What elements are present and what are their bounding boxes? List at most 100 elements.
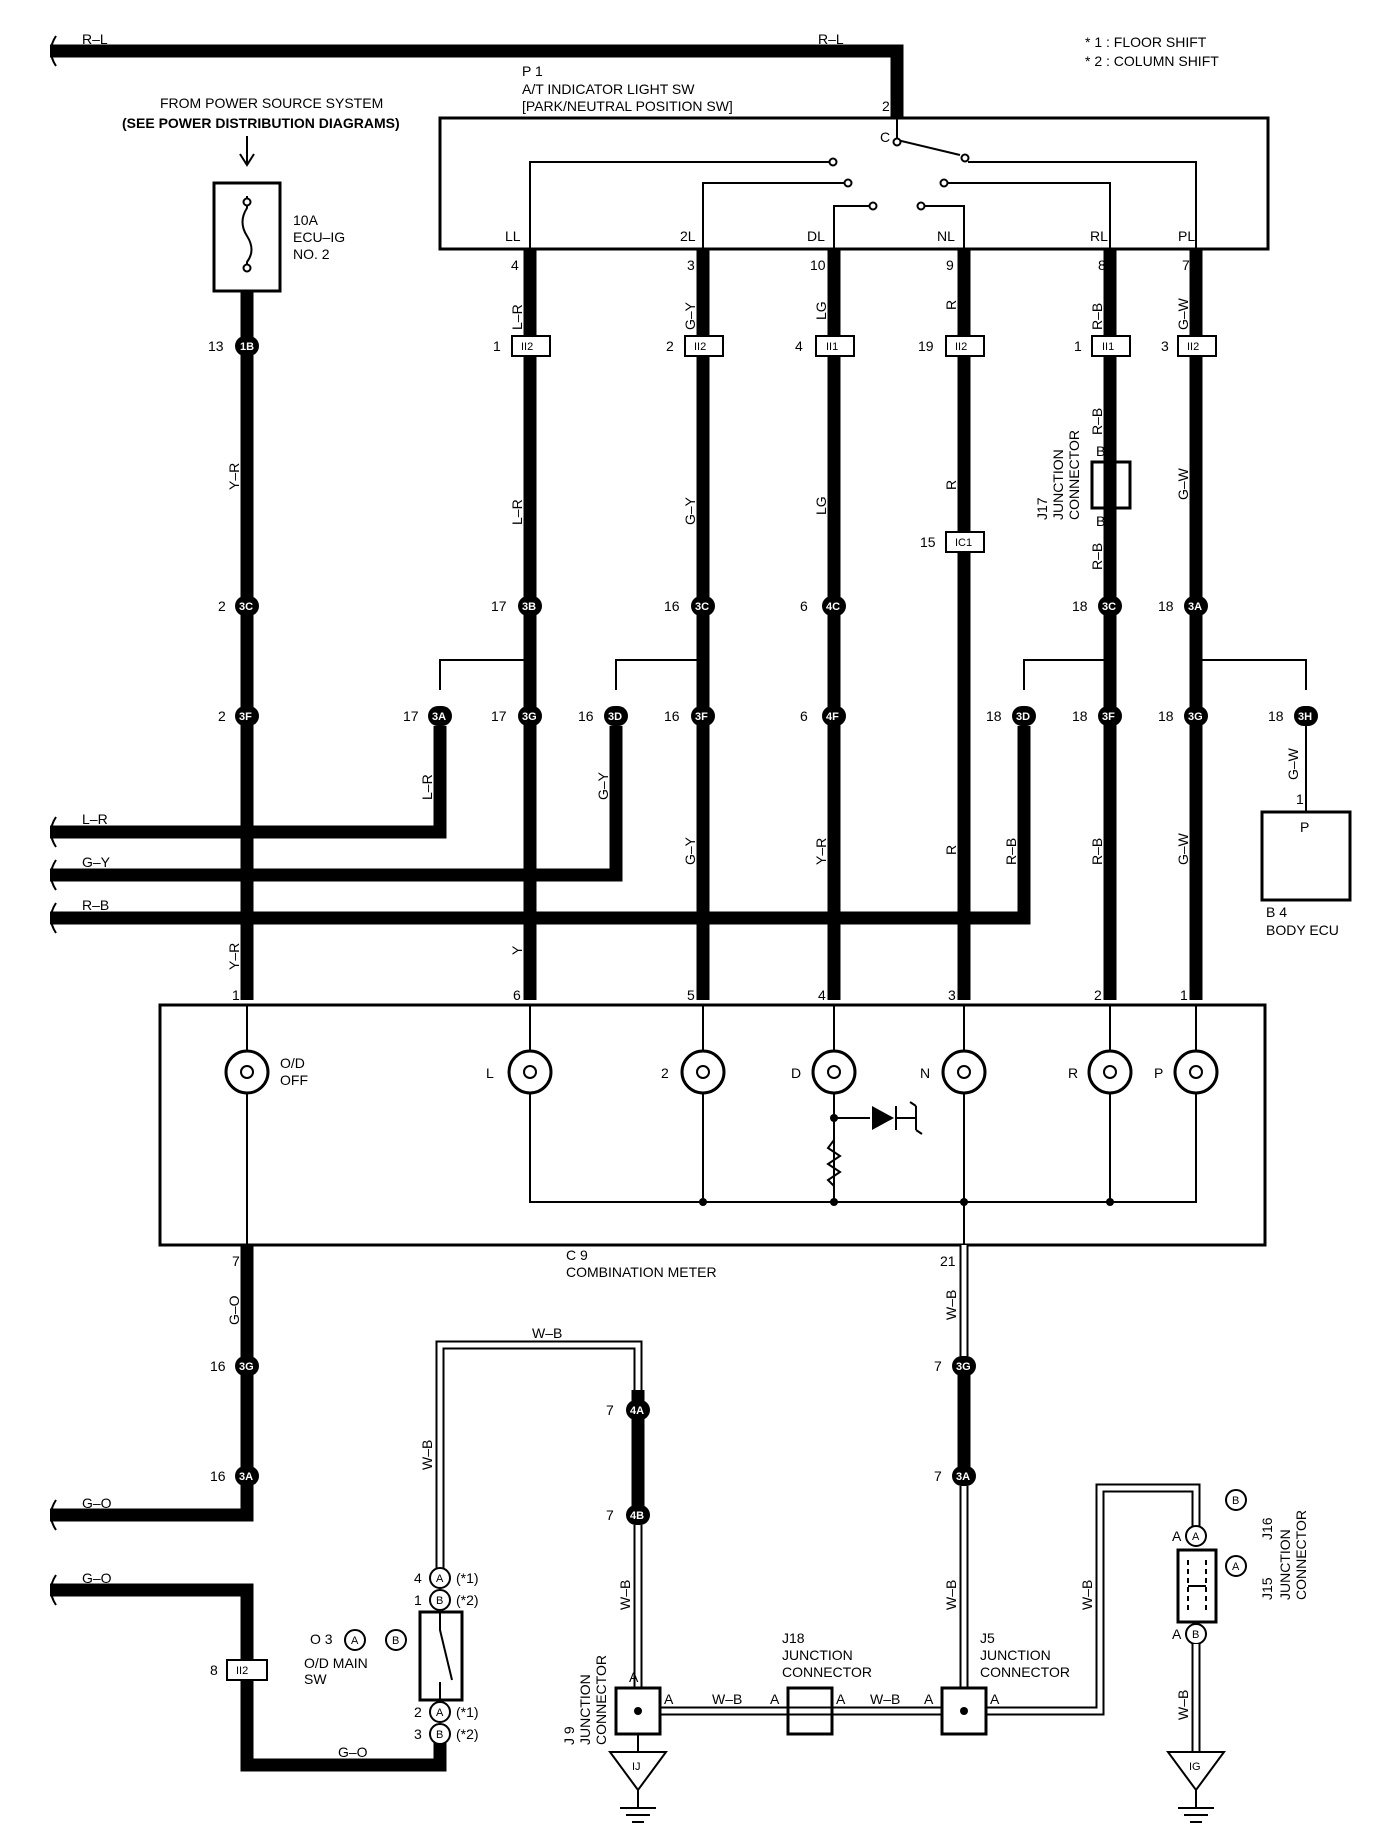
- j18-name: CONNECTOR: [782, 1664, 872, 1680]
- j18-pin: A: [836, 1691, 846, 1707]
- connector-id: 3A: [432, 711, 446, 723]
- wire-label: G–Y: [82, 854, 111, 870]
- meter-common-line: [529, 1005, 1110, 1203]
- wire-break-mark: [50, 859, 57, 891]
- lamp-p: [1173, 1049, 1219, 1095]
- connector-id: 4B: [630, 1510, 644, 1522]
- od-switch-name: SW: [304, 1671, 327, 1687]
- connector-id: 3G: [1188, 711, 1203, 723]
- od-note: (*1): [456, 1570, 479, 1586]
- wire-label: R: [943, 300, 959, 310]
- j9-ground-label: IJ: [632, 1761, 641, 1773]
- resistor-icon: [826, 1139, 842, 1187]
- p1-term-dl: DL: [807, 228, 825, 244]
- j5-name: CONNECTOR: [980, 1664, 1070, 1680]
- lamp-2: [680, 1049, 726, 1095]
- wire-break-mark: [50, 1499, 57, 1531]
- od-terminal-a-label: A: [436, 1573, 444, 1585]
- wire-label: W–B: [943, 1580, 959, 1610]
- connector-id: 3D: [1016, 711, 1030, 723]
- connector-pin: 6: [800, 708, 808, 724]
- wire-g-y-branch: [50, 726, 623, 882]
- connector-pin: 7: [606, 1402, 614, 1418]
- wire-w-b-j15-inner: [986, 1485, 1199, 1714]
- connector-pin: 7: [606, 1507, 614, 1523]
- connector-id: 3C: [239, 601, 253, 613]
- fuse-number: NO. 2: [293, 246, 330, 262]
- j17-pin: B: [1096, 513, 1105, 529]
- note-column-shift: * 2 : COLUMN SHIFT: [1085, 53, 1219, 69]
- connector-pin: 17: [491, 708, 507, 724]
- body-ecu-box: [1260, 810, 1352, 902]
- connector-id: II2: [236, 1665, 248, 1677]
- p1-pin: 3: [687, 257, 695, 273]
- wire-w-b-od-inner: [437, 1342, 641, 1575]
- od-terminal-b: [429, 1589, 451, 1611]
- meter-pin: 5: [687, 987, 695, 1003]
- wire-label: R: [943, 480, 959, 490]
- note-floor-shift: * 1 : FLOOR SHIFT: [1085, 34, 1207, 50]
- connector-1b: [235, 336, 259, 356]
- j15-code-circle: [1225, 1555, 1247, 1577]
- combination-meter-box: [158, 1003, 1267, 1247]
- lamp-label: D: [791, 1065, 801, 1081]
- splice-dot: [960, 1198, 968, 1206]
- lamp-label: N: [920, 1065, 930, 1081]
- power-source-ref: (SEE POWER DISTRIBUTION DIAGRAMS): [122, 115, 400, 131]
- fuse-name: ECU–IG: [293, 229, 345, 245]
- connector-pin: 17: [403, 708, 419, 724]
- connector-pin: 1: [1074, 338, 1082, 354]
- meter-name: COMBINATION METER: [566, 1264, 717, 1280]
- j15-name: JUNCTION: [1277, 1529, 1293, 1600]
- j17-name: CONNECTOR: [1066, 430, 1082, 520]
- wire-label: L–R: [82, 811, 108, 827]
- od-code-b-circle: [385, 1629, 407, 1651]
- p1-contact: [892, 137, 902, 147]
- fuse-element: [241, 196, 253, 272]
- wire-break-mark: [50, 35, 57, 67]
- connector-id: 3A: [239, 1471, 253, 1483]
- connector-id: 3G: [239, 1361, 254, 1373]
- zener-lead: [896, 1101, 923, 1135]
- branch-g-w: [1196, 659, 1307, 690]
- connector-id: 4F: [826, 711, 839, 723]
- meter-code: C 9: [566, 1247, 588, 1263]
- od-switch-contact: [439, 1612, 453, 1700]
- connector-pin: 2: [666, 338, 674, 354]
- wire-g-o-upper: [50, 1245, 254, 1522]
- p1-internal-nl: [924, 205, 965, 249]
- splice-dot: [830, 1198, 838, 1206]
- p1-contact: [960, 153, 970, 163]
- connector-row-ii: [511, 335, 1217, 357]
- power-source-label: FROM POWER SOURCE SYSTEM: [160, 95, 383, 111]
- j17-connector: [1090, 460, 1132, 510]
- od-terminal-a: [429, 1701, 451, 1723]
- p1-code: P 1: [522, 63, 543, 79]
- branch-g-y: [615, 659, 703, 690]
- wire-label: Y: [509, 945, 525, 955]
- wire-label: Y–R: [813, 838, 829, 865]
- wire-label: G–W: [1285, 747, 1301, 780]
- lamp-n: [941, 1049, 987, 1095]
- j5-connector: [940, 1686, 988, 1736]
- p1-contact: [939, 178, 949, 188]
- splice-dot: [1106, 1198, 1114, 1206]
- wire-label: R–B: [1089, 543, 1105, 570]
- p1-internal-ll: [529, 161, 830, 249]
- fuse-rating: 10A: [293, 212, 319, 228]
- od-terminal-b-label: B: [436, 1729, 443, 1741]
- j9-pin: A: [664, 1691, 674, 1707]
- connector-pin: 2: [218, 708, 226, 724]
- connector-pin: 7: [934, 1468, 942, 1484]
- wire-label: G–W: [1175, 832, 1191, 865]
- j15-name: CONNECTOR: [1293, 1510, 1309, 1600]
- j18-name: JUNCTION: [782, 1647, 853, 1663]
- connector-pin: 18: [1158, 598, 1174, 614]
- p1-pin-top: 2: [882, 98, 890, 114]
- lamp-l: [507, 1049, 553, 1095]
- connector-pin: 7: [934, 1358, 942, 1374]
- connector-3g-lower: [235, 1356, 259, 1376]
- connector-4a: [626, 1400, 650, 1420]
- connector-pin: 18: [1072, 708, 1088, 724]
- power-arrow-head: [239, 153, 255, 167]
